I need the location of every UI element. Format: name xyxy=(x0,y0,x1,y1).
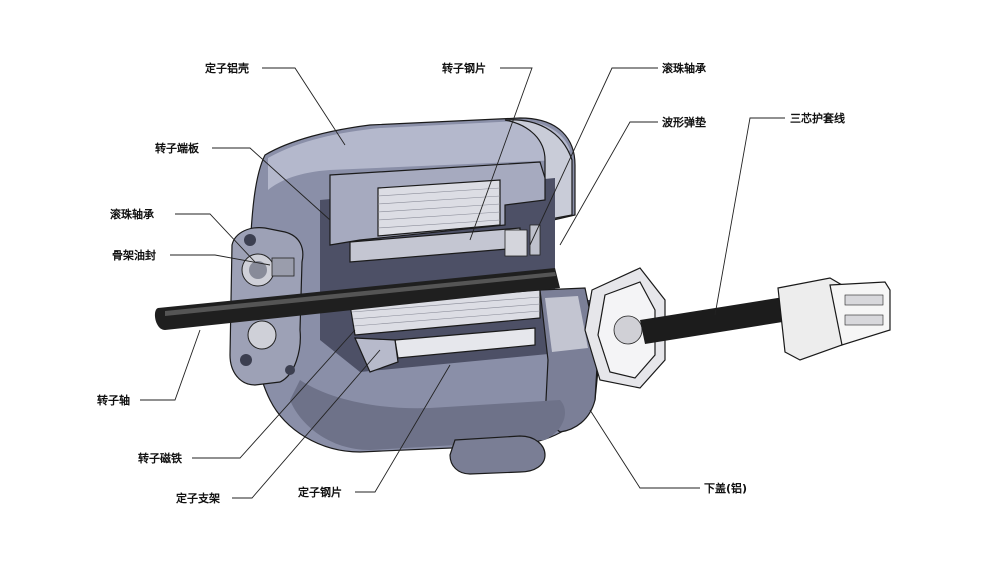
label-stator-bracket: 定子支架 xyxy=(176,491,220,505)
bottom-cover-inner xyxy=(545,296,588,352)
callout-labels: 定子铝壳 转子端板 滚珠轴承 骨架油封 转子轴 转子磁铁 定子支架 定子钢片 转… xyxy=(97,61,845,505)
wave-spring-shape xyxy=(529,224,541,256)
end-plate-hole xyxy=(613,315,643,345)
leader-right-bearing xyxy=(529,67,658,246)
left-bearing-inner xyxy=(249,261,267,279)
label-rotor-shaft: 转子轴 xyxy=(97,393,130,407)
leader-rotor-shaft xyxy=(140,329,201,401)
connector-slot-2 xyxy=(844,314,884,326)
label-right-bearing: 滚珠轴承 xyxy=(662,61,707,75)
label-stator-housing: 定子铝壳 xyxy=(205,61,249,75)
leader-oil-seal xyxy=(170,254,271,266)
flange-hole-3 xyxy=(285,365,295,375)
leader-lines xyxy=(140,67,785,499)
shaft-highlight xyxy=(165,272,556,316)
leader-rotor-steel xyxy=(469,67,533,241)
motor-assembly xyxy=(229,117,601,475)
leader-left-bearing xyxy=(175,213,256,263)
leader-stator-housing xyxy=(262,67,346,146)
left-bearing-lower xyxy=(247,320,277,350)
three-core-cable-shape xyxy=(640,296,795,344)
housing-mount-tab xyxy=(449,435,546,475)
rotor-shaft-group xyxy=(154,268,560,330)
housing-lower-face xyxy=(290,380,565,450)
flange-hole-1 xyxy=(244,234,256,246)
label-stator-steel-bottom: 定子钢片 xyxy=(298,485,342,499)
connector-slot-1 xyxy=(844,294,884,306)
flange-hole-2 xyxy=(240,354,252,366)
label-three-core-cable: 三芯护套线 xyxy=(790,111,845,125)
upper-lamination-lines xyxy=(377,187,501,229)
label-wave-spring: 波形弹垫 xyxy=(662,115,706,129)
leader-rotor-end-plate xyxy=(212,147,331,221)
right-ball-bearing xyxy=(504,229,528,257)
leader-stator-steel-bottom xyxy=(355,364,451,493)
stator-bracket-shape xyxy=(354,337,399,373)
label-rotor-magnet: 转子磁铁 xyxy=(138,451,182,465)
housing-top-face xyxy=(268,121,570,190)
label-rotor-steel: 转子钢片 xyxy=(442,61,486,75)
leader-cable xyxy=(714,117,785,316)
leader-bottom-cover xyxy=(589,409,700,489)
leader-rotor-magnet xyxy=(192,329,356,459)
leader-stator-bracket xyxy=(232,349,381,499)
label-oil-seal: 骨架油封 xyxy=(112,248,156,262)
label-rotor-end-plate: 转子端板 xyxy=(155,141,200,155)
floating-end-plate xyxy=(584,267,666,389)
cable-assembly xyxy=(640,277,891,361)
label-left-bearing: 滚珠轴承 xyxy=(110,207,155,221)
oil-seal-shape xyxy=(271,257,295,277)
lower-lamination-lines xyxy=(351,296,541,327)
leader-wave-spring xyxy=(559,121,658,246)
housing-back-cylinder xyxy=(504,119,573,221)
label-bottom-cover: 下盖(铝) xyxy=(704,481,747,495)
